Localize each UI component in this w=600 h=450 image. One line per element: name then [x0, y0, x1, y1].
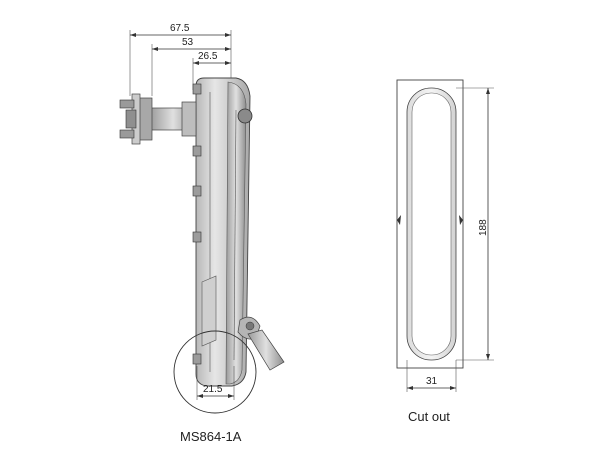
dimension-21-5	[197, 394, 234, 398]
dimension-188	[486, 88, 490, 360]
detail-circle	[173, 330, 257, 414]
cam-knob	[237, 108, 253, 124]
dimension-label-31: 31	[426, 376, 438, 387]
cutout-view: 188 31 Cut out	[396, 79, 494, 424]
model-caption: MS864-1A	[180, 429, 242, 444]
latch-side-view: 67.5 53 26.5	[119, 23, 285, 444]
dimension-31	[407, 386, 456, 390]
dimension-53	[152, 47, 231, 51]
dimension-26-5	[193, 61, 231, 65]
dimension-label-26-5: 26.5	[198, 51, 218, 62]
dimension-label-53: 53	[182, 37, 194, 48]
handle-lever	[225, 81, 247, 385]
dimension-label-67-5: 67.5	[170, 23, 190, 34]
mounting-bolts	[192, 83, 202, 365]
cutout-caption: Cut out	[408, 409, 450, 424]
dimension-label-188: 188	[478, 219, 489, 236]
shaft-assembly	[119, 93, 197, 145]
lower-lever	[237, 316, 285, 371]
dimension-label-21-5: 21.5	[203, 384, 223, 395]
dimension-67-5	[130, 33, 231, 37]
